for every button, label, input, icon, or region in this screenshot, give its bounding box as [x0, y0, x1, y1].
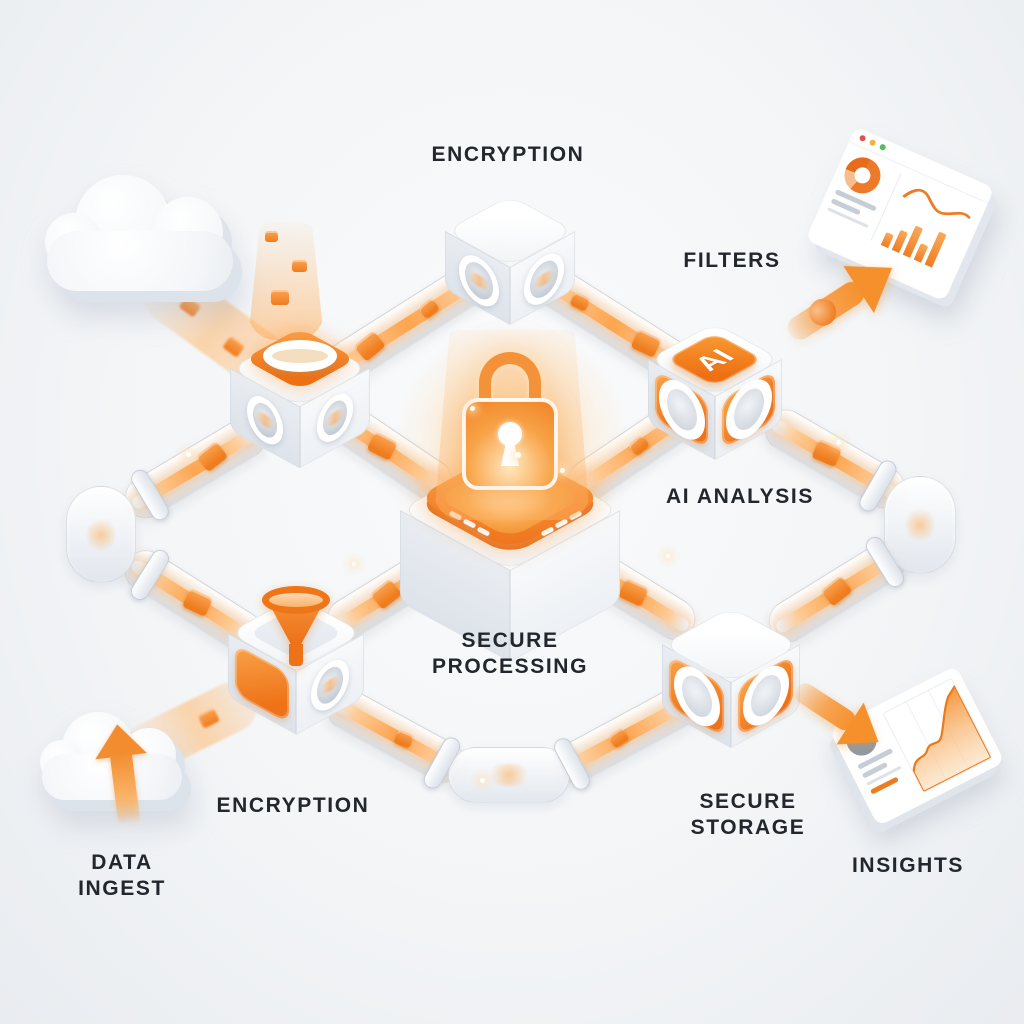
funnel-icon [254, 584, 338, 674]
data-cube-icon [197, 707, 221, 729]
funnel-stem [289, 644, 303, 666]
window-dot-green-icon [878, 143, 887, 152]
label-line: DATA [91, 851, 153, 874]
padlock-icon [462, 352, 558, 492]
label-line: INGEST [78, 877, 166, 900]
label-ai-analysis: AI ANALYSIS [666, 485, 814, 508]
pipe-elbow-bottom [448, 747, 570, 803]
label-filters: FILTERS [683, 249, 781, 272]
node-encryption [444, 195, 576, 335]
label-line: STORAGE [690, 816, 806, 839]
analytics-window [805, 126, 995, 302]
ai-chip-label: AI [686, 343, 743, 375]
funnel-rim [262, 586, 330, 614]
label-encryption-bottom: ENCRYPTION [216, 794, 370, 817]
window-dot-red-icon [858, 134, 867, 143]
area-chart-icon [882, 677, 993, 794]
data-cube-icon [292, 259, 308, 272]
pipe-elbow-left [66, 486, 136, 583]
node-secure-storage [661, 606, 801, 756]
cloud-icon [45, 175, 245, 305]
keyhole-icon [501, 440, 519, 466]
label-data-ingest: DATA INGEST [32, 850, 212, 902]
data-cube-icon [270, 290, 289, 306]
node-ai-filters: AI [647, 322, 782, 467]
line-chart-icon [902, 188, 971, 219]
label-encryption-top: ENCRYPTION [431, 143, 585, 166]
label-line: SECURE [699, 790, 797, 813]
label-insights: INSIGHTS [852, 854, 964, 877]
insights-card [829, 665, 1005, 827]
label-line: SECURE [461, 629, 559, 652]
pipe-port [317, 385, 353, 450]
label-secure-processing: SECURE PROCESSING [400, 628, 620, 680]
pipe-port [247, 388, 283, 453]
node-data-ingest-junction [229, 327, 370, 480]
intake-ring-icon [263, 340, 337, 372]
label-line: PROCESSING [431, 655, 589, 678]
padlock-body [462, 398, 558, 490]
pipe-elbow-right [884, 476, 956, 574]
donut-chart-icon [838, 151, 887, 200]
window-dot-yellow-icon [868, 138, 877, 147]
data-cube-icon [264, 231, 278, 243]
falling-data-beam [248, 222, 324, 340]
label-secure-storage: SECURE STORAGE [638, 789, 858, 841]
